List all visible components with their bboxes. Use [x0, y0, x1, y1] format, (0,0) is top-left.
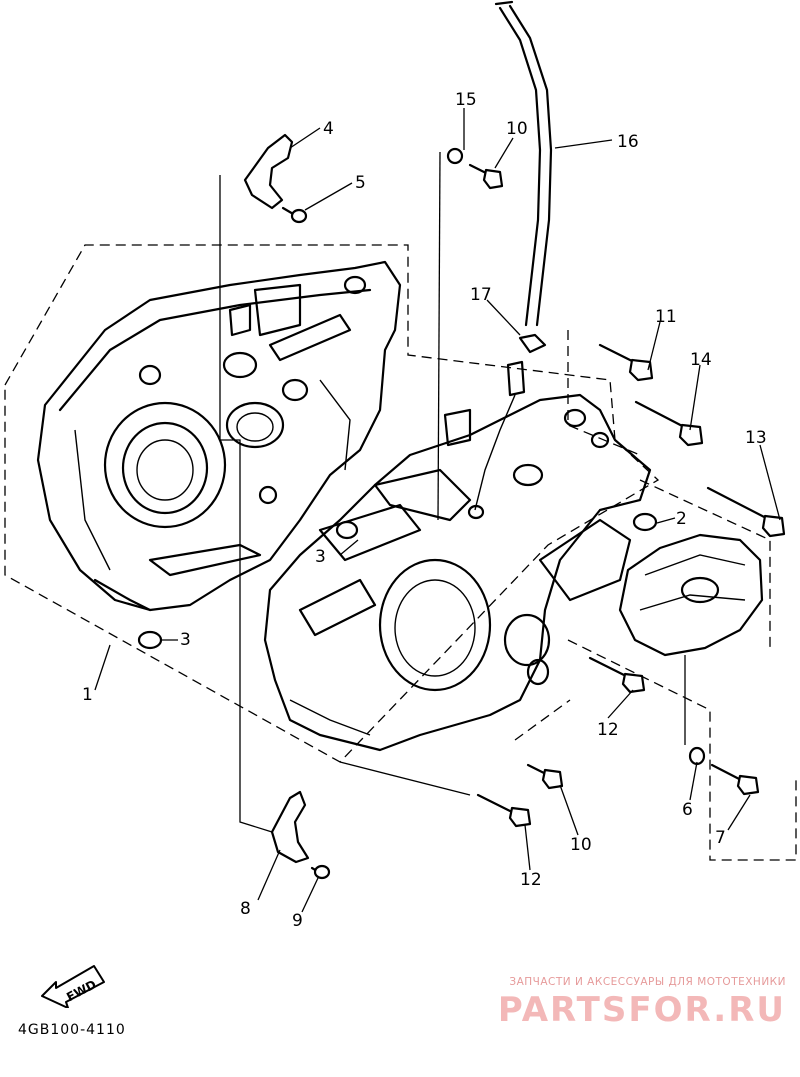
fwd-arrow-icon: FWD [38, 958, 118, 1012]
callout-10-lower: 10 [570, 835, 592, 855]
right-crankcase [263, 393, 652, 752]
callout-11: 12 [520, 870, 542, 890]
callout-10-top: 10 [506, 119, 528, 139]
watermark: ЗАПЧАСТИ И АКСЕССУАРЫ ДЛЯ МОТОТЕХНИКИ PA… [498, 976, 786, 1030]
bracket-upper [243, 133, 308, 224]
callout-17: 17 [470, 285, 492, 305]
callout-5: 6 [682, 800, 693, 820]
leader-lines [94, 108, 781, 913]
assembly-boundaries [4, 244, 797, 861]
callout-15: 15 [455, 90, 477, 110]
callout-14: 14 [690, 350, 712, 370]
callout-8: 8 [240, 899, 251, 919]
callout-12-top: 11 [655, 307, 677, 327]
dowel-pins [137, 512, 658, 650]
watermark-brand: PARTSFOR.RU [497, 990, 786, 1030]
callout-3-left: 3 [180, 630, 191, 650]
breather-hose [494, 0, 553, 327]
callout-12-lower: 12 [597, 720, 619, 740]
callout-13: 13 [745, 428, 767, 448]
hose-clip [474, 333, 547, 511]
diagram-code: 4GB100-4110 [18, 1022, 126, 1038]
callout-7: 5 [355, 173, 366, 193]
callout-16: 16 [617, 132, 639, 152]
callout-1: 1 [82, 685, 93, 705]
callout-4: 7 [715, 828, 726, 848]
watermark-tagline: ЗАПЧАСТИ И АКСЕССУАРЫ ДЛЯ МОТОТЕХНИКИ [509, 976, 786, 988]
callout-9: 9 [292, 911, 303, 931]
left-crankcase [36, 260, 402, 612]
callout-2: 2 [676, 509, 687, 529]
callout-3-center: 3 [315, 547, 326, 567]
callout-6: 4 [323, 119, 334, 139]
bracket-lower [270, 790, 331, 880]
fasteners [446, 147, 786, 828]
callout-labels: 4 5 15 10 16 17 11 14 13 2 3 3 1 12 6 7 … [82, 90, 767, 931]
crankcase-cover [618, 533, 764, 657]
